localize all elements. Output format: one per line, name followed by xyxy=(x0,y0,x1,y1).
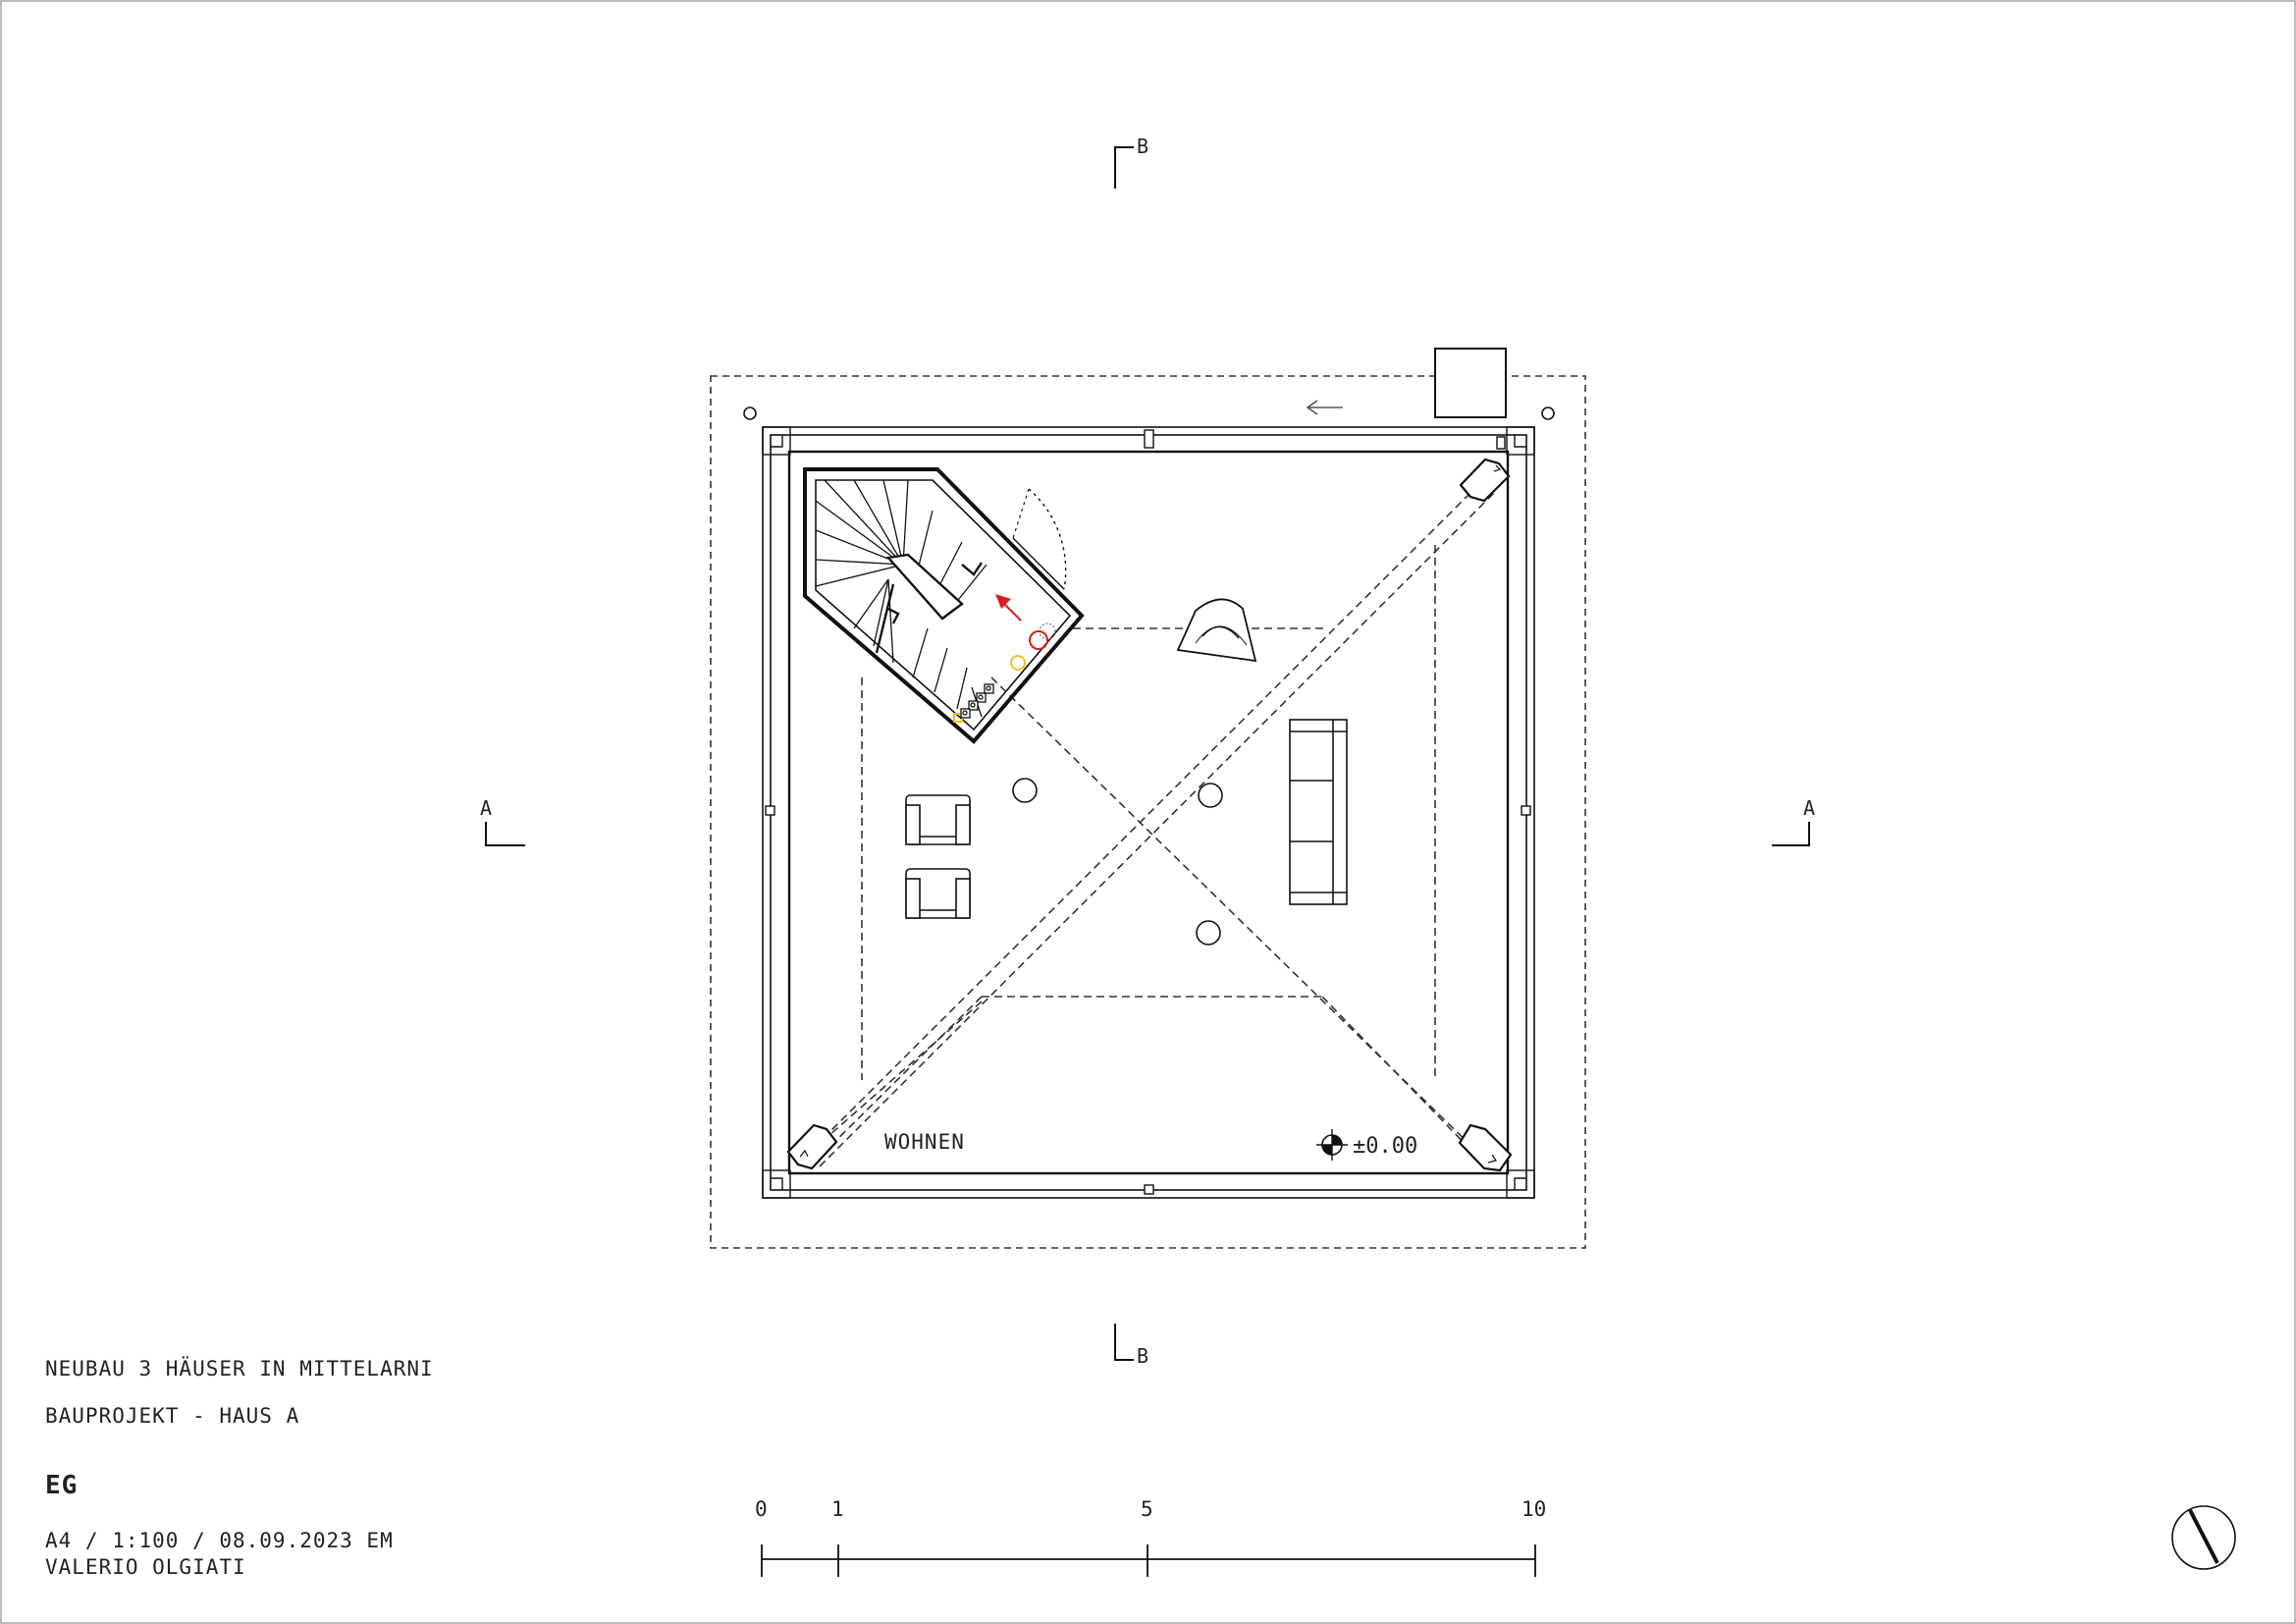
room-label: WOHNEN xyxy=(884,1130,965,1154)
floor-label: EG xyxy=(45,1471,79,1500)
roof-post-left xyxy=(743,406,757,420)
stair-core-inner xyxy=(815,479,1072,731)
scale-bar xyxy=(761,1544,1536,1577)
section-marker-b-bottom xyxy=(1114,1324,1134,1361)
section-marker-a-right xyxy=(1772,822,1810,846)
dotted-circle-marker xyxy=(1039,623,1056,640)
scale-label-5: 5 xyxy=(1141,1497,1153,1521)
roof-outline xyxy=(710,375,1586,1249)
column-details xyxy=(799,464,1502,1164)
roof-post-right xyxy=(1541,406,1555,420)
project-title: NEUBAU 3 HÄUSER IN MITTELARNI xyxy=(45,1357,434,1380)
ceiling-dashed-lines xyxy=(804,480,1495,1167)
armchair-upper xyxy=(905,794,971,845)
sofa xyxy=(1289,719,1348,905)
section-label-b-bottom: B xyxy=(1137,1344,1148,1368)
armchair-lower xyxy=(905,868,971,919)
stair-core xyxy=(803,467,1085,744)
north-arrow-icon xyxy=(2171,1505,2236,1570)
section-label-b-top: B xyxy=(1137,135,1148,158)
section-marker-b-top xyxy=(1114,146,1134,189)
wall-markers xyxy=(765,429,1531,1195)
column-bottom-right xyxy=(1458,1123,1513,1172)
lounge-chair xyxy=(1176,598,1257,663)
service-outlets xyxy=(960,683,994,719)
yellow-marker xyxy=(1010,655,1026,671)
stair-cut-line xyxy=(875,583,895,654)
red-arrow-icon xyxy=(995,594,1022,622)
level-label: ±0.00 xyxy=(1353,1134,1417,1159)
column-top-right xyxy=(1459,458,1511,503)
section-label-a-right: A xyxy=(1803,796,1815,820)
level-marker-icon xyxy=(1316,1129,1348,1161)
stair-stringer xyxy=(885,553,964,621)
project-phase: BAUPROJEKT - HAUS A xyxy=(45,1404,300,1428)
column-bottom-left xyxy=(786,1123,838,1170)
round-lights xyxy=(1012,778,1223,946)
chimney-square xyxy=(1434,348,1507,418)
section-label-a-left: A xyxy=(480,796,492,820)
stair-core-outer xyxy=(803,467,1085,744)
stair-direction-marks xyxy=(887,562,983,624)
drawing-meta: A4 / 1:100 / 08.09.2023 EM xyxy=(45,1529,394,1552)
architect-name: VALERIO OLGIATI xyxy=(45,1555,246,1579)
red-circle-marker xyxy=(1029,630,1048,650)
arrow-left-icon xyxy=(1306,400,1343,415)
door-swing xyxy=(1012,488,1067,590)
scale-label-10: 10 xyxy=(1522,1497,1546,1521)
scale-label-0: 0 xyxy=(755,1497,768,1521)
corner-details xyxy=(762,426,1535,1199)
section-marker-a-left xyxy=(485,822,525,846)
scale-label-1: 1 xyxy=(831,1497,844,1521)
